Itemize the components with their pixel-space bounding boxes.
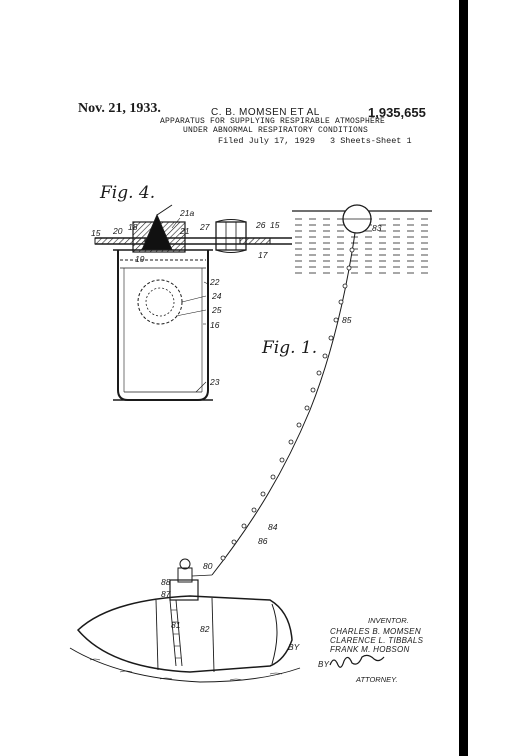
fig4-canister	[94, 204, 292, 401]
attorney-signature	[329, 654, 385, 668]
ref-87: 87	[161, 589, 171, 599]
ref-24: 24	[211, 291, 222, 301]
patent-date: Nov. 21, 1933.	[78, 101, 161, 116]
inventor-heading: INVENTOR.	[368, 616, 409, 625]
title-line-2: UNDER ABNORMAL RESPIRATORY CONDITIONS	[183, 126, 369, 135]
fig4-reference-numerals: 15 20 18 21a 21 27 26 15 19 17 22 24 25 …	[91, 208, 280, 387]
ref-85: 85	[342, 315, 352, 325]
inventor-name-1: CHARLES B. MOMSEN	[330, 627, 421, 636]
ref-BY: BY	[288, 642, 301, 652]
fig1-label: Fig. 1.	[262, 338, 318, 358]
patent-number: 1,935,655	[368, 105, 426, 120]
fig1-reference-numerals: 83 85 84 86 80 88 87 81 82 BY	[161, 223, 382, 652]
scan-edge-bar	[459, 0, 468, 756]
buoy-cable	[211, 232, 356, 576]
ref-84: 84	[268, 522, 278, 532]
ref-22: 22	[209, 277, 220, 287]
ref-20: 20	[112, 226, 123, 236]
ref-21: 21	[179, 226, 190, 236]
ref-18: 18	[128, 222, 138, 232]
ref-88: 88	[161, 577, 171, 587]
submarine	[69, 558, 301, 683]
buoy	[342, 204, 372, 234]
attorney-label: ATTORNEY.	[356, 675, 398, 684]
ref-16: 16	[210, 320, 220, 330]
ref-17: 17	[258, 250, 268, 260]
inventor-name-2: CLARENCE L. TIBBALS	[330, 636, 424, 645]
ref-19: 19	[135, 254, 145, 264]
ref-15-left: 15	[91, 228, 101, 238]
sheet-count: 3 Sheets-Sheet 1	[330, 136, 412, 146]
fig4-label: Fig. 4.	[100, 183, 156, 203]
ref-80: 80	[203, 561, 213, 571]
ref-26: 26	[255, 220, 266, 230]
ref-83: 83	[372, 223, 382, 233]
inventors-header: C. B. MOMSEN ET AL	[211, 107, 320, 118]
cable-beads	[220, 247, 355, 561]
by-label: BY	[318, 660, 330, 669]
inventor-name-3: FRANK M. HOBSON	[330, 645, 410, 654]
ref-86: 86	[258, 536, 268, 546]
ref-81: 81	[171, 620, 181, 630]
ref-27: 27	[199, 222, 210, 232]
ref-21a: 21a	[179, 208, 194, 218]
filed-date: Filed July 17, 1929	[218, 136, 315, 146]
ref-25: 25	[211, 305, 222, 315]
ref-82: 82	[200, 624, 210, 634]
title-line-1: APPARATUS FOR SUPPLYING RESPIRABLE ATMOS…	[160, 117, 386, 126]
ref-15-right: 15	[270, 220, 280, 230]
ref-23: 23	[209, 377, 220, 387]
